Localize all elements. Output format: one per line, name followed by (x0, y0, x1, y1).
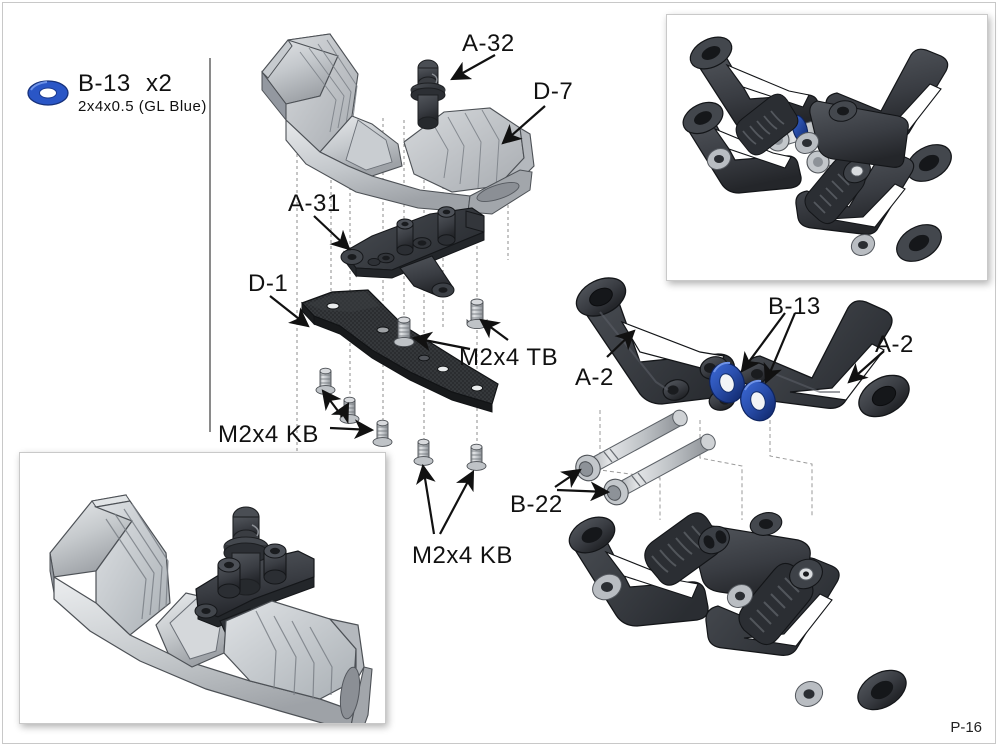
screw-m2x4-tb (393, 316, 415, 348)
callout-m2x4-tb: M2x4 TB (459, 344, 559, 371)
callout-a2-right: A-2 (875, 331, 914, 358)
assembly-guide-lines (296, 52, 509, 470)
legend-spec: 2x4x0.5 (GL Blue) (78, 98, 207, 115)
inset-front-wing-drawing (20, 453, 385, 723)
blue-washer-icon (27, 80, 69, 106)
callout-m2x4-kb-left: M2x4 KB (218, 421, 319, 448)
inset-assembled-front-wing (19, 452, 386, 724)
part-b22-hinge-pin-1 (575, 409, 688, 482)
callout-b13: B-13 (768, 293, 821, 320)
legend-block (26, 78, 70, 108)
part-a31-mount-bracket (340, 206, 485, 298)
part-b13-blue-washer-2 (740, 379, 776, 422)
legend-part-id: B-13 (78, 70, 131, 97)
part-b13-blue-washer-1 (709, 361, 745, 404)
assembly-lower-shock-unit (568, 512, 907, 711)
screw-m2x4-tb (466, 298, 488, 330)
callout-m2x4-kb-bottom: M2x4 KB (412, 542, 513, 569)
callout-b22: B-22 (510, 491, 563, 518)
callout-a2-left: A-2 (575, 364, 614, 391)
screws-group (315, 298, 488, 471)
part-d7-front-splitter (261, 33, 535, 215)
section-divider (209, 58, 211, 432)
screw-m2x4-kb (413, 438, 434, 466)
screw-m2x4-kb (372, 419, 393, 447)
callout-d7: D-7 (533, 78, 574, 105)
inset-assembled-suspension (666, 14, 988, 281)
assembly-guide-lines-right (599, 410, 813, 520)
legend-quantity: x2 (146, 70, 173, 97)
part-a32-body-post (410, 59, 446, 130)
callout-d1: D-1 (248, 270, 289, 297)
callout-a32: A-32 (462, 30, 515, 57)
inset-suspension-drawing (667, 15, 987, 280)
page-number: P-16 (950, 719, 982, 736)
screw-m2x4-kb (315, 367, 336, 395)
screw-m2x4-kb (339, 396, 360, 424)
callout-a31: A-31 (288, 190, 341, 217)
screw-m2x4-kb (466, 443, 487, 471)
part-b22-hinge-pin-2 (603, 433, 716, 506)
